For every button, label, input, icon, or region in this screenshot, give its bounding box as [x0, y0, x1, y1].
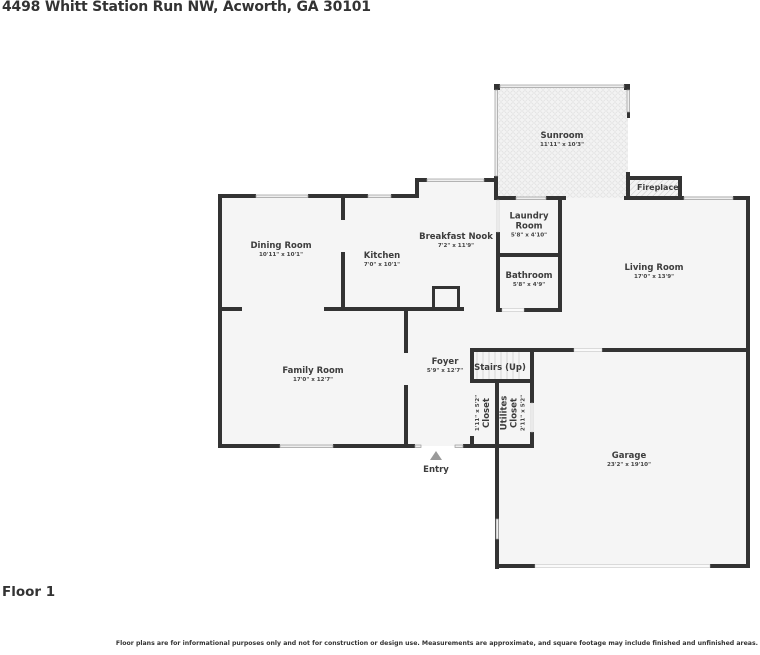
- room-stairs: Stairs (Up): [474, 363, 526, 374]
- room-garage: Garage 23'2" x 19'10": [606, 451, 652, 468]
- room-utilites-closet: Utilites Closet 2'11" x 5'2": [499, 394, 526, 432]
- room-dining-room: Dining Room 10'11" x 10'1": [250, 241, 312, 258]
- stairs-treads: [471, 351, 529, 379]
- property-address: 4498 Whitt Station Run NW, Acworth, GA 3…: [2, 0, 371, 15]
- room-fireplace: Fireplace: [637, 183, 679, 192]
- room-breakfast-nook: Breakfast Nook 7'2" x 11'9": [419, 232, 493, 249]
- room-sunroom: Sunroom 11'11" x 10'3": [539, 131, 585, 148]
- door-openings: [496, 199, 711, 568]
- entry-arrow-icon: [430, 451, 442, 460]
- room-family-room: Family Room 17'0" x 12'7": [282, 366, 344, 383]
- room-laundry-room: Laundry Room 5'8" x 4'10": [509, 211, 549, 238]
- windows: [255, 84, 734, 540]
- walls: [218, 84, 750, 569]
- disclaimer: Floor plans are for informational purpos…: [115, 640, 758, 647]
- room-living-room: Living Room 17'0" x 13'9": [624, 263, 684, 280]
- floor-label: Floor 1: [2, 584, 56, 600]
- room-bathroom: Bathroom 5'8" x 4'9": [505, 271, 553, 288]
- fireplace-hatch: [628, 178, 678, 198]
- sunroom-tile-floor: [498, 86, 628, 198]
- room-kitchen: Kitchen 7'0" x 10'1": [363, 251, 401, 268]
- entry-label: Entry: [423, 465, 449, 475]
- floor-fill: [220, 180, 748, 566]
- room-closet: Closet 1'11" x 5'2": [475, 394, 493, 432]
- room-foyer: Foyer 5'9" x 12'7": [426, 357, 464, 374]
